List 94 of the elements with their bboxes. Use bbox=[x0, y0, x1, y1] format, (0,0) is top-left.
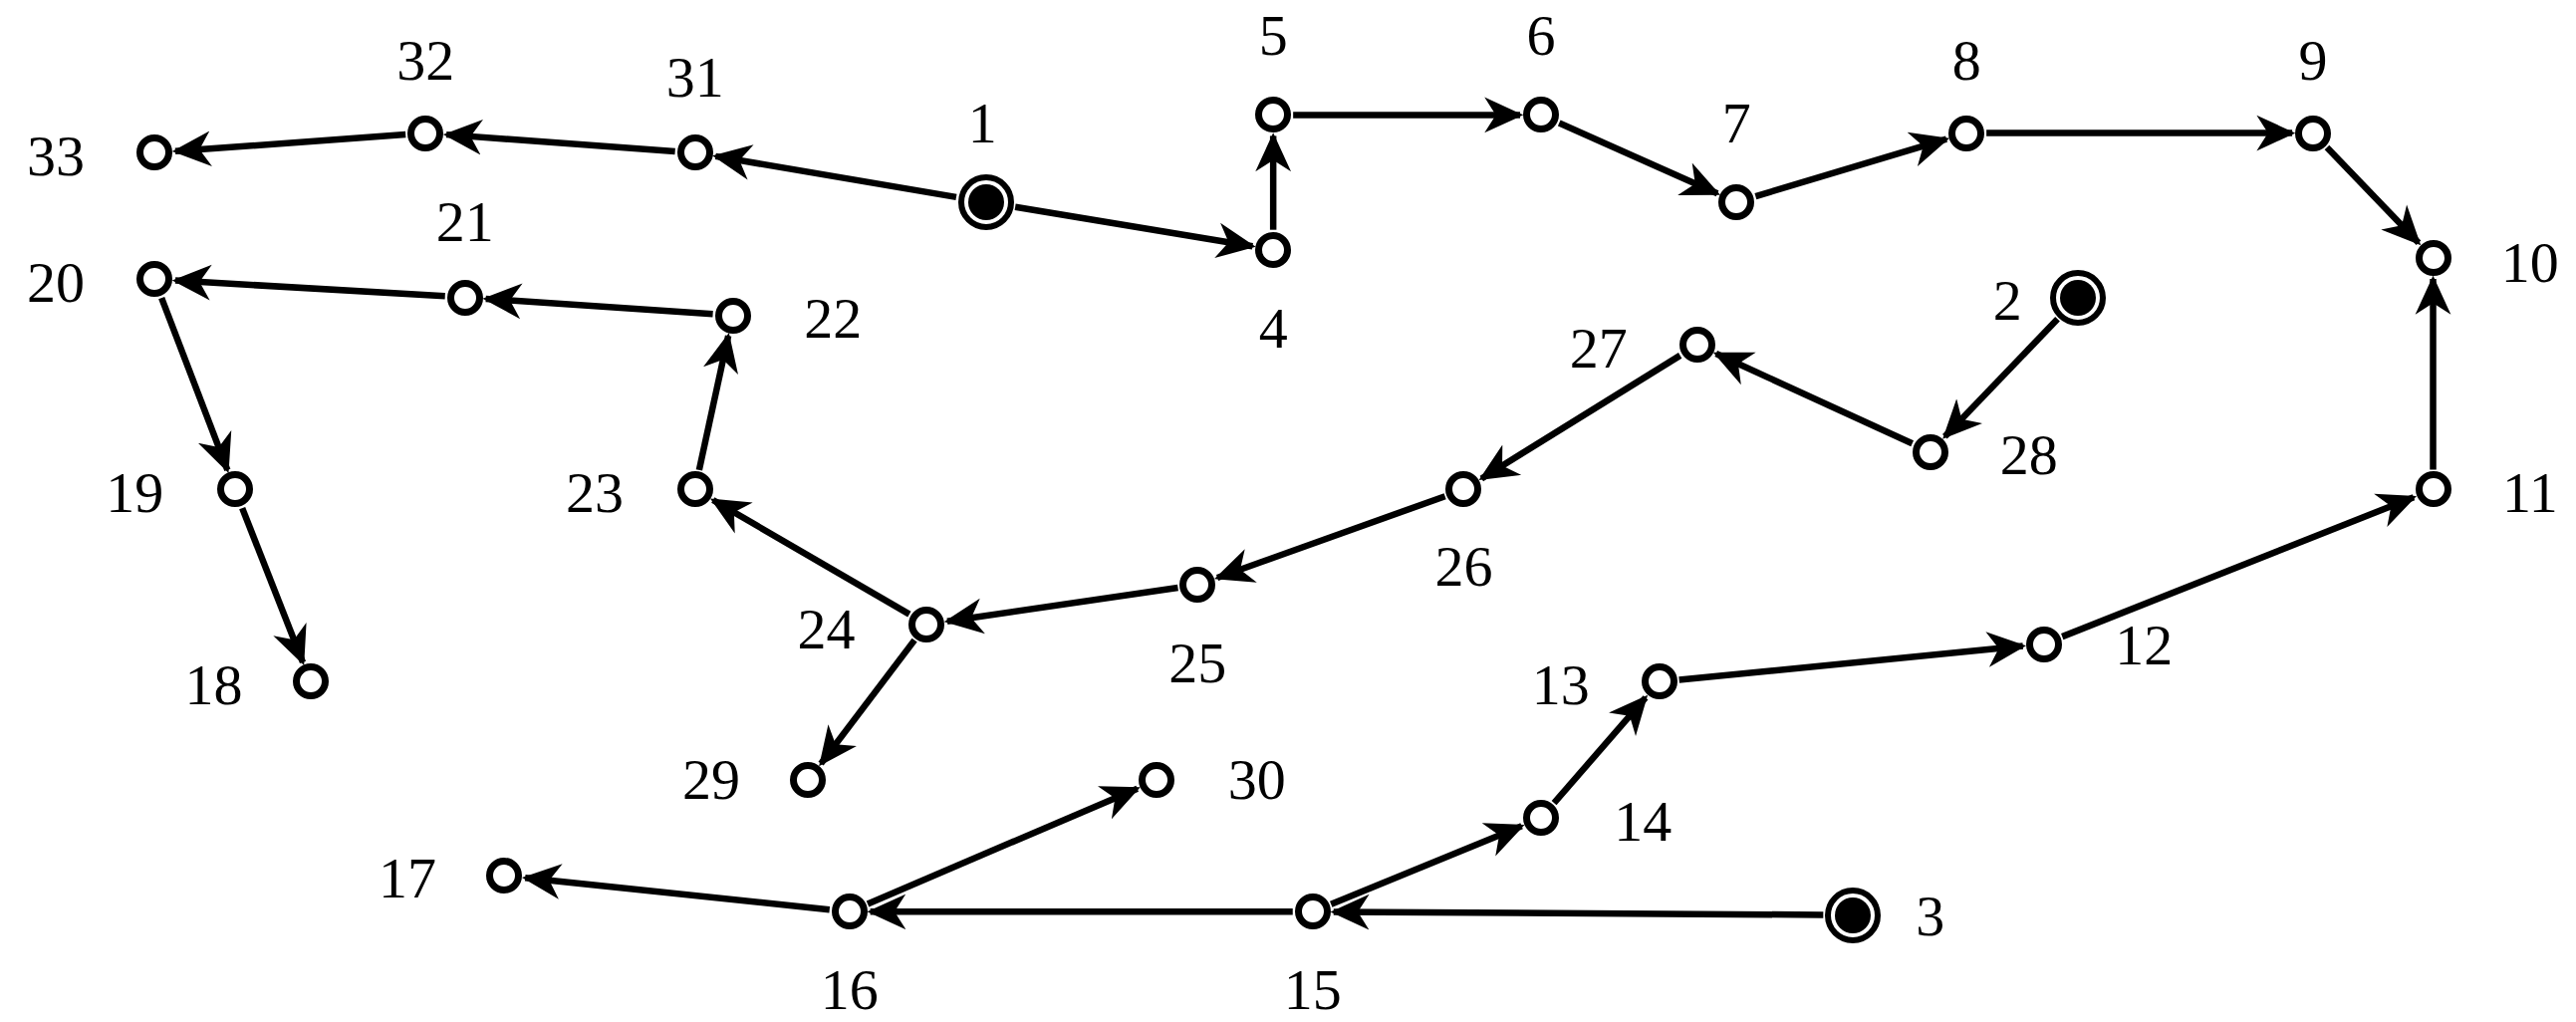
node-circle bbox=[1445, 471, 1482, 508]
node-number: 2 bbox=[1992, 271, 2022, 330]
arrow bbox=[712, 144, 957, 201]
node-number: 10 bbox=[2500, 233, 2559, 292]
node-circle bbox=[136, 261, 172, 298]
node-number: 12 bbox=[2115, 617, 2174, 675]
node-number: 24 bbox=[797, 600, 856, 658]
node-circle bbox=[714, 297, 751, 334]
arrow bbox=[1330, 894, 1824, 930]
node-number: 29 bbox=[682, 751, 741, 810]
node-number: 14 bbox=[1614, 792, 1673, 851]
arrow bbox=[2061, 493, 2417, 640]
node-number: 5 bbox=[1258, 7, 1288, 66]
node-number: 3 bbox=[1916, 888, 1945, 946]
arrow bbox=[171, 130, 406, 167]
start-node-circle bbox=[2050, 269, 2107, 326]
node-circle bbox=[2295, 115, 2332, 151]
start-node-circle bbox=[1825, 887, 1882, 943]
node-circle bbox=[2415, 239, 2451, 276]
node-circle bbox=[676, 471, 713, 508]
node-circle bbox=[1139, 762, 1175, 799]
node-circle bbox=[908, 606, 945, 642]
arrow bbox=[709, 497, 911, 618]
arrow bbox=[866, 785, 1141, 907]
arrow bbox=[1712, 351, 1915, 447]
arrow bbox=[2324, 144, 2422, 246]
node-number: 6 bbox=[1526, 7, 1556, 66]
arrow bbox=[943, 584, 1178, 635]
node-circle bbox=[1641, 663, 1677, 700]
node-number: 17 bbox=[379, 850, 436, 908]
arrow bbox=[1754, 131, 1950, 200]
node-number: 20 bbox=[27, 253, 86, 312]
node-circle bbox=[292, 663, 329, 700]
node-circle bbox=[1912, 433, 1948, 470]
node-number: 9 bbox=[2298, 32, 2328, 90]
arrow bbox=[521, 864, 831, 913]
node-number: 7 bbox=[1721, 94, 1751, 152]
node-number: 11 bbox=[2501, 463, 2558, 522]
node-circle bbox=[1522, 800, 1559, 837]
node-circle bbox=[790, 762, 827, 799]
node-number: 30 bbox=[1227, 751, 1286, 810]
arrow bbox=[239, 506, 307, 665]
arrow bbox=[2415, 275, 2451, 470]
node-circle bbox=[2025, 626, 2062, 662]
node-number: 18 bbox=[184, 655, 243, 714]
node-circle bbox=[1948, 115, 1985, 151]
node-circle bbox=[446, 279, 483, 316]
node-circle bbox=[1255, 231, 1292, 268]
node-circle bbox=[407, 115, 444, 151]
node-number: 28 bbox=[1999, 425, 2058, 484]
arrow bbox=[1330, 823, 1525, 907]
node-number: 15 bbox=[1283, 961, 1342, 1020]
node-number: 4 bbox=[1258, 299, 1288, 358]
node-number: 8 bbox=[1951, 32, 1981, 90]
node-number: 21 bbox=[435, 192, 494, 251]
node-number: 26 bbox=[1434, 538, 1493, 596]
node-circle bbox=[1718, 183, 1755, 220]
node-number: 33 bbox=[27, 127, 86, 185]
arrow bbox=[1214, 493, 1446, 583]
node-number: 23 bbox=[566, 463, 624, 522]
arrow bbox=[1255, 132, 1292, 230]
arrow bbox=[158, 296, 232, 473]
node-circle bbox=[1678, 327, 1715, 364]
node-number: 25 bbox=[1168, 635, 1227, 693]
node-circle bbox=[216, 471, 253, 508]
arrow bbox=[442, 119, 675, 155]
arrow bbox=[1942, 316, 2060, 439]
arrow bbox=[867, 894, 1293, 930]
node-circle bbox=[1294, 894, 1331, 930]
node-number: 31 bbox=[665, 48, 724, 107]
node-number: 13 bbox=[1531, 655, 1590, 714]
node-circle bbox=[1255, 97, 1292, 133]
node-number: 22 bbox=[804, 289, 863, 348]
node-circle bbox=[831, 894, 868, 930]
node-number: 32 bbox=[396, 32, 455, 90]
node-number: 19 bbox=[106, 463, 164, 522]
arrow bbox=[1678, 632, 2026, 683]
node-circle bbox=[136, 134, 172, 171]
node-circle bbox=[2415, 471, 2451, 508]
arrow bbox=[818, 638, 917, 767]
arrow bbox=[1478, 353, 1682, 482]
node-circle bbox=[1522, 97, 1559, 133]
arrow bbox=[482, 283, 713, 320]
arrow bbox=[1014, 203, 1256, 259]
arrow bbox=[1557, 120, 1721, 197]
node-number: 1 bbox=[967, 94, 997, 152]
node-circle bbox=[486, 858, 523, 894]
node-circle bbox=[1179, 567, 1216, 604]
node-circle bbox=[676, 134, 713, 171]
arrow bbox=[695, 333, 738, 471]
node-number: 16 bbox=[820, 961, 879, 1020]
arrow bbox=[1551, 694, 1649, 806]
start-node-circle bbox=[957, 173, 1014, 230]
node-number: 27 bbox=[1569, 319, 1628, 378]
